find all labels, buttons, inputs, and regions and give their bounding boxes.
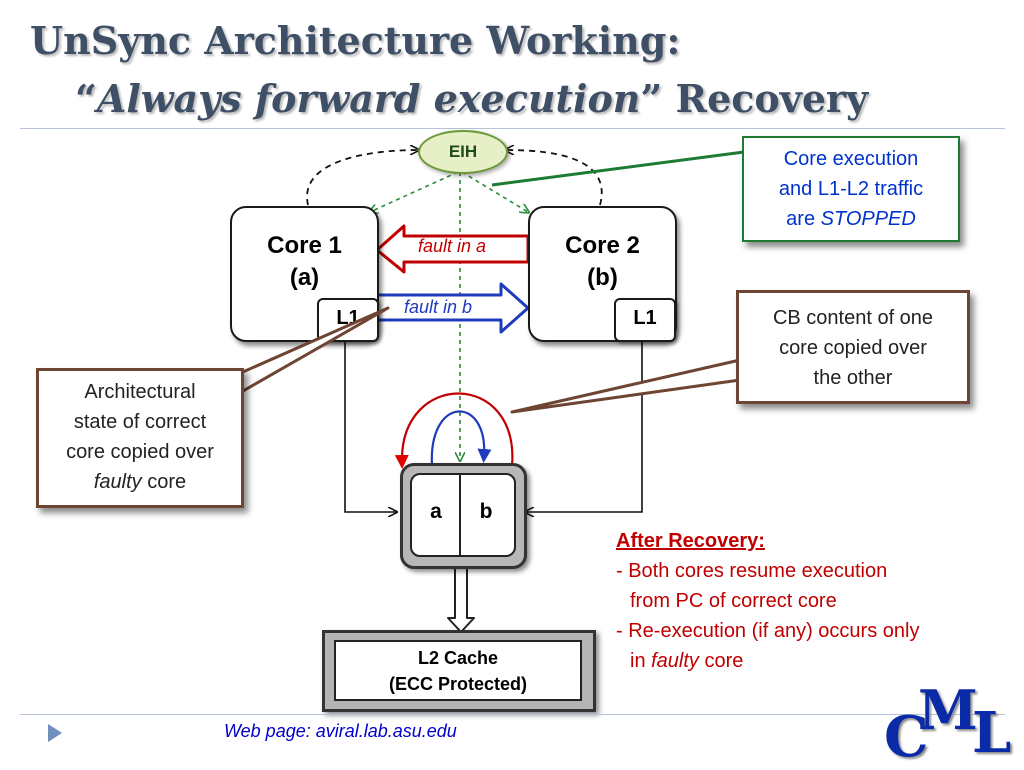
- cml-logo: C M L: [884, 678, 1012, 770]
- stopped-callout-pointer: [491, 150, 745, 187]
- cb-copy-blue-arc: [430, 410, 492, 467]
- fault-b-label: fault in b: [404, 297, 473, 317]
- eih-to-core2-line: [461, 171, 528, 212]
- slide-title-line2: “Always forward execution” Recovery: [75, 76, 869, 121]
- recovery-item2: - Re-execution (if any) occurs only: [616, 620, 920, 642]
- slide-title-line1: UnSync Architecture Working:: [30, 18, 681, 63]
- cb-copy-callout: CB content of one core copied over the o…: [736, 290, 970, 404]
- fault-a-label: fault in a: [418, 236, 487, 256]
- cb-divider: [459, 473, 461, 557]
- eih-node: EIH: [418, 130, 508, 174]
- core1-to-eih-arc: [306, 150, 418, 206]
- recovery-item2-cont: in faulty core: [630, 650, 744, 672]
- stopped-callout: Core execution and L1-L2 traffic are STO…: [742, 136, 960, 242]
- cb-copy-red-arc: [394, 392, 514, 469]
- cb-line1: CB content of one: [772, 307, 934, 329]
- bullet-triangle-icon: [48, 724, 62, 742]
- core2-to-eih-arc: [506, 150, 603, 206]
- footer-divider: [20, 714, 1005, 715]
- cb-callout-pointer: [510, 358, 742, 414]
- core2-l1-cache: L1: [614, 298, 676, 342]
- cb-cell-b: b: [479, 500, 493, 523]
- recovery-item1-cont: from PC of correct core: [630, 590, 837, 612]
- l2-cache-label: L2 Cache (ECC Protected): [334, 640, 582, 701]
- core2-l1-to-cb-line: [526, 342, 643, 512]
- stopped-line2: and L1-L2 traffic: [778, 178, 924, 200]
- core2-sub: (b): [587, 264, 618, 291]
- core1-l1-cache: L1: [317, 298, 379, 342]
- arch-state-callout: Architectural state of correct core copi…: [36, 368, 244, 508]
- core2-name: Core 2: [565, 232, 640, 259]
- arch-line2: state of correct: [73, 411, 207, 433]
- core1-name: Core 1: [267, 232, 342, 259]
- arch-line4: faulty core: [93, 471, 187, 493]
- footer-web-page[interactable]: Web page: aviral.lab.asu.edu: [224, 721, 457, 741]
- checkpoint-buffer-inner: [410, 473, 516, 557]
- cb-cell-a: a: [430, 500, 442, 523]
- recovery-item1: - Both cores resume execution: [616, 560, 888, 582]
- stopped-line1: Core execution: [783, 148, 919, 170]
- stopped-line3: are STOPPED: [786, 208, 916, 230]
- arch-line1: Architectural: [84, 381, 196, 403]
- core1-l1-to-cb-line: [344, 342, 396, 512]
- core2-box: Core 2 (b): [528, 206, 677, 342]
- title-divider: [20, 128, 1005, 129]
- arch-line3: core copied over: [66, 441, 214, 463]
- after-recovery-notes: After Recovery: - Both cores resume exec…: [616, 526, 996, 676]
- core1-sub: (a): [289, 264, 320, 291]
- cb-line3: the other: [813, 367, 893, 389]
- eih-to-core1-line: [370, 171, 459, 212]
- title-emphasis: Always forward execution: [96, 76, 641, 121]
- after-recovery-heading: After Recovery:: [616, 530, 765, 552]
- cb-to-l2-arrow: [447, 561, 475, 633]
- cb-line2: core copied over: [779, 337, 927, 359]
